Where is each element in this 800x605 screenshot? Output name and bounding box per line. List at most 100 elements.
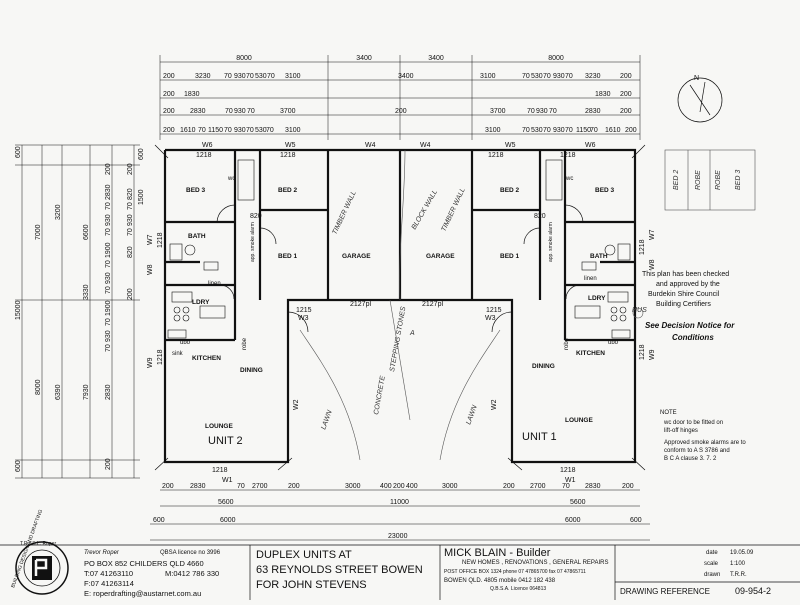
dim-r4-1: 2830	[190, 108, 206, 115]
dim-r3-3: 1830	[595, 91, 611, 98]
dim-r3-1: 1830	[184, 91, 200, 98]
dim-b3-1: 6000	[220, 517, 236, 524]
note-2b: conform to A S 3786 and	[664, 448, 730, 454]
u2-garage-label: GARAGE	[342, 253, 371, 260]
dim-r5-15: 70	[565, 127, 573, 134]
top-dimensions: 8000 3400 3400 8000 200 3230 70 930 70 5…	[159, 55, 641, 140]
dim-left-v-3: 930	[127, 214, 134, 226]
dim-top-1: 8000	[236, 55, 252, 62]
dim-b1-3: 2700	[252, 483, 268, 490]
dim-r2-2: 70	[224, 73, 232, 80]
window-w3-u2: W3	[298, 315, 309, 322]
drawn-label: drawn	[704, 572, 720, 578]
handwritten-notes: TIMBER WALL BLOCK WALL TIMBER WALL CONCR…	[320, 187, 647, 431]
dim-left-outer-3: 8000	[35, 379, 42, 395]
dim-r2-3: 930	[234, 73, 246, 80]
dim-b3-0: 600	[153, 517, 165, 524]
fax: F:07 41263114	[84, 579, 134, 588]
u1-kitchen-label: KITCHEN	[576, 350, 605, 357]
u2-linen-label: linen	[208, 281, 221, 287]
sketch-robe1: ROBE	[695, 170, 702, 190]
window-w9-u1: W9	[649, 349, 656, 360]
u1-smoke-label: app. smoke alarm	[548, 222, 554, 262]
size-garage-u1: 2127pl	[422, 301, 443, 308]
dim-r2-16: 200	[620, 73, 632, 80]
dim-left-v-0: 200	[127, 163, 134, 175]
scale-label: scale	[704, 561, 719, 567]
dim-r2-12: 70	[543, 73, 551, 80]
dim-r2-0: 200	[163, 73, 175, 80]
dim-b1-1: 2830	[190, 483, 206, 490]
window-w4-u2: W4	[365, 142, 376, 149]
u1-lounge-label: LOUNGE	[565, 417, 593, 424]
dim-r5-6: 70	[246, 127, 254, 134]
window-w3-u1: W3	[485, 315, 496, 322]
dim-b1-6: 400	[380, 483, 392, 490]
hand-tick: HUS	[632, 307, 647, 314]
drawing-ref-value: 09-954-2	[735, 586, 771, 596]
dim-left-in-13: 2830	[105, 384, 112, 400]
builder-po: POST OFFICE BOX 1324 phone 07 47865700 f…	[444, 569, 586, 575]
window-labels: W6 W5 W4 W4 W5 W6 W7 W8 W9 W1 W2 W3 W3 W…	[147, 142, 656, 484]
dim-r3-2: 200	[620, 91, 632, 98]
dim-r5-9: 3100	[285, 127, 301, 134]
approval-line-5: See Decision Notice for	[645, 321, 735, 330]
window-w8-u1: W8	[649, 259, 656, 270]
dim-r5-14: 930	[553, 127, 565, 134]
u1-wc-label: wc	[565, 176, 573, 182]
dim-left-in-10: 70	[105, 318, 112, 326]
po-box: PO BOX 852 CHILDERS QLD 4660	[84, 559, 204, 568]
u2-dining-label: DINING	[240, 367, 263, 374]
u2-smoke-label: app. smoke alarm	[250, 222, 256, 262]
person-name: Trevor Roper	[84, 550, 120, 556]
sketch-bed2: BED 2	[673, 170, 680, 190]
detail-sketch: BED 2 ROBE ROBE BED 3	[664, 149, 756, 211]
dim-left-in-11: 930	[105, 330, 112, 342]
window-w2-u1: W2	[491, 399, 498, 410]
dim-r2-15: 3230	[585, 73, 601, 80]
dim-r4-4: 70	[247, 108, 255, 115]
dim-b1-10: 200	[503, 483, 515, 490]
size-w3-u1: 1215	[486, 307, 502, 314]
u1-bed3-label: BED 3	[595, 187, 615, 194]
window-sizes: 1218 1218 1218 1218 1218 1218 1218 1218 …	[138, 148, 646, 474]
u2-kitchen-label: KITCHEN	[192, 355, 221, 362]
note-1b: lift-off hinges	[664, 428, 698, 434]
u1-ldry-label: LDRY	[588, 295, 606, 302]
dim-r2-13: 930	[553, 73, 565, 80]
note-1a: wc door to be fitted on	[663, 420, 723, 426]
notes-block: NOTE wc door to be fitted on lift-off hi…	[660, 410, 746, 462]
builder-licence: Q.B.S.A. Licence 064813	[490, 586, 546, 592]
hand-lawn-1: LAWN	[320, 409, 334, 431]
u1-linen-label: linen	[584, 276, 597, 282]
u1-door-820: 820	[534, 213, 546, 220]
dim-b1-14: 200	[622, 483, 634, 490]
size-left-1500: 1500	[138, 189, 145, 205]
hand-block-wall: BLOCK WALL	[411, 189, 439, 231]
u2-unit-label: UNIT 2	[208, 435, 243, 447]
dim-left-outer-0: 600	[15, 146, 22, 158]
dim-r4-6: 200	[395, 108, 407, 115]
dim-r2-14: 70	[565, 73, 573, 80]
firm-name: T.R.&S.L. Roper	[20, 541, 56, 547]
size-w6-u1: 1218	[488, 152, 504, 159]
project-line-1: DUPLEX UNITS AT	[256, 549, 352, 561]
dim-left-in-0: 200	[105, 163, 112, 175]
size-w6-u2: 1218	[196, 152, 212, 159]
dim-left-v-1: 820	[127, 188, 134, 200]
dim-left-v-6: 200	[127, 288, 134, 300]
dim-b1-8: 400	[406, 483, 418, 490]
dim-r2-4: 70	[246, 73, 254, 80]
dim-r2-11: 530	[531, 73, 543, 80]
u2-lounge-label: LOUNGE	[205, 423, 233, 430]
dim-r5-3: 1150	[208, 127, 223, 134]
dim-left-in-1: 2830	[105, 184, 112, 200]
u1-bath-label: BATH	[590, 253, 608, 260]
dim-left-v-5: 820	[127, 246, 134, 258]
dim-left-outer-2: 15000	[15, 300, 22, 320]
dim-r5-10: 3100	[485, 127, 501, 134]
window-w5-u2: W5	[285, 142, 296, 149]
title-block: T.R.&S.L. Roper BUILDING DESIGN AND DRAF…	[0, 509, 800, 600]
dim-r5-4: 70	[224, 127, 232, 134]
